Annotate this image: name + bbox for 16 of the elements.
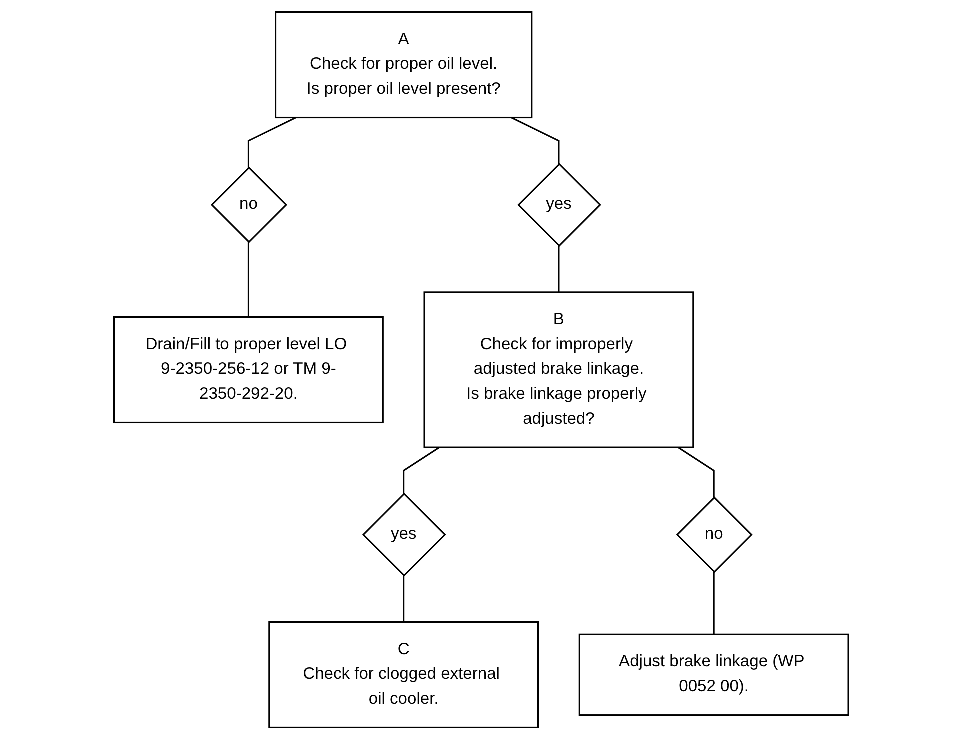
- connector: [403, 446, 440, 494]
- connector: [403, 576, 405, 622]
- node-diamond: yes: [362, 493, 446, 577]
- node-diamond: no: [676, 496, 753, 574]
- node-box: B Check for improperly adjusted brake linkage. Is brake linkage properly adjusted?: [424, 292, 694, 448]
- node-diamond: yes: [518, 163, 602, 247]
- connector: [713, 572, 715, 635]
- node-box: A Check for proper oil level. Is proper oil level present?: [275, 12, 533, 119]
- connector: [558, 246, 560, 292]
- node-box: Adjust brake linkage (WP 0052 00).: [578, 634, 850, 716]
- node-box: Drain/Fill to proper level LO 9-2350-256-12 or TM 9-2350-292-20.: [114, 316, 384, 424]
- connector: [248, 117, 297, 168]
- connector: [248, 242, 250, 318]
- node-diamond: no: [211, 166, 288, 244]
- connector: [511, 117, 560, 164]
- node-box: C Check for clogged external oil cooler.: [268, 621, 540, 728]
